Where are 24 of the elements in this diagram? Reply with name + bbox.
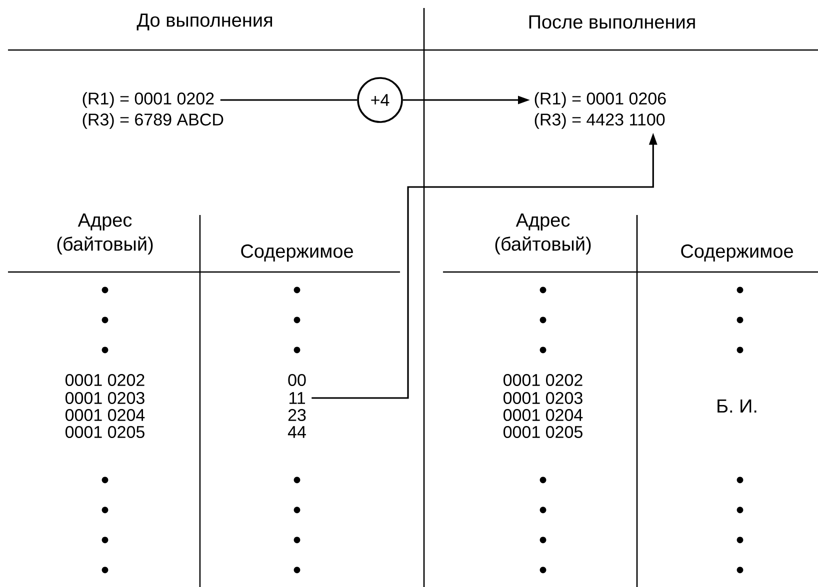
table-cell: Б. И. (718, 399, 756, 413)
table-cell: 00 (288, 374, 306, 386)
column-heading: После выполнения (529, 15, 695, 29)
table-cell: 11 (289, 392, 305, 404)
address-value: 0001 0205 (503, 426, 582, 438)
address-value: 0001 0204 (503, 408, 583, 422)
register-value: (R1) = 0001 0202 (82, 92, 214, 108)
address-value: 0001 0205 (65, 426, 144, 438)
address-value: 0001 0202 (65, 374, 144, 386)
address-value: 0001 0203 (503, 392, 582, 404)
column-heading: Адрес (байтовый) (495, 214, 591, 254)
column-heading: Содержимое (241, 244, 353, 262)
address-value: 0001 0203 (65, 392, 144, 404)
address-value: 0001 0204 (65, 408, 145, 422)
table-cell: 44 (288, 426, 306, 438)
address-value: 0001 0202 (503, 374, 582, 386)
column-heading: До выполнения (136, 14, 272, 30)
column-heading: Адрес (байтовый) (57, 214, 153, 254)
register-value: (R3) = 4423 1100 (534, 113, 665, 129)
register-value: (R1) = 0001 0206 (534, 92, 666, 108)
register-value: (R3) = 6789 ABCD (82, 113, 224, 129)
table-cell: 23 (288, 408, 306, 422)
connector-line (220, 99, 358, 101)
column-heading: Содержимое (681, 244, 793, 262)
